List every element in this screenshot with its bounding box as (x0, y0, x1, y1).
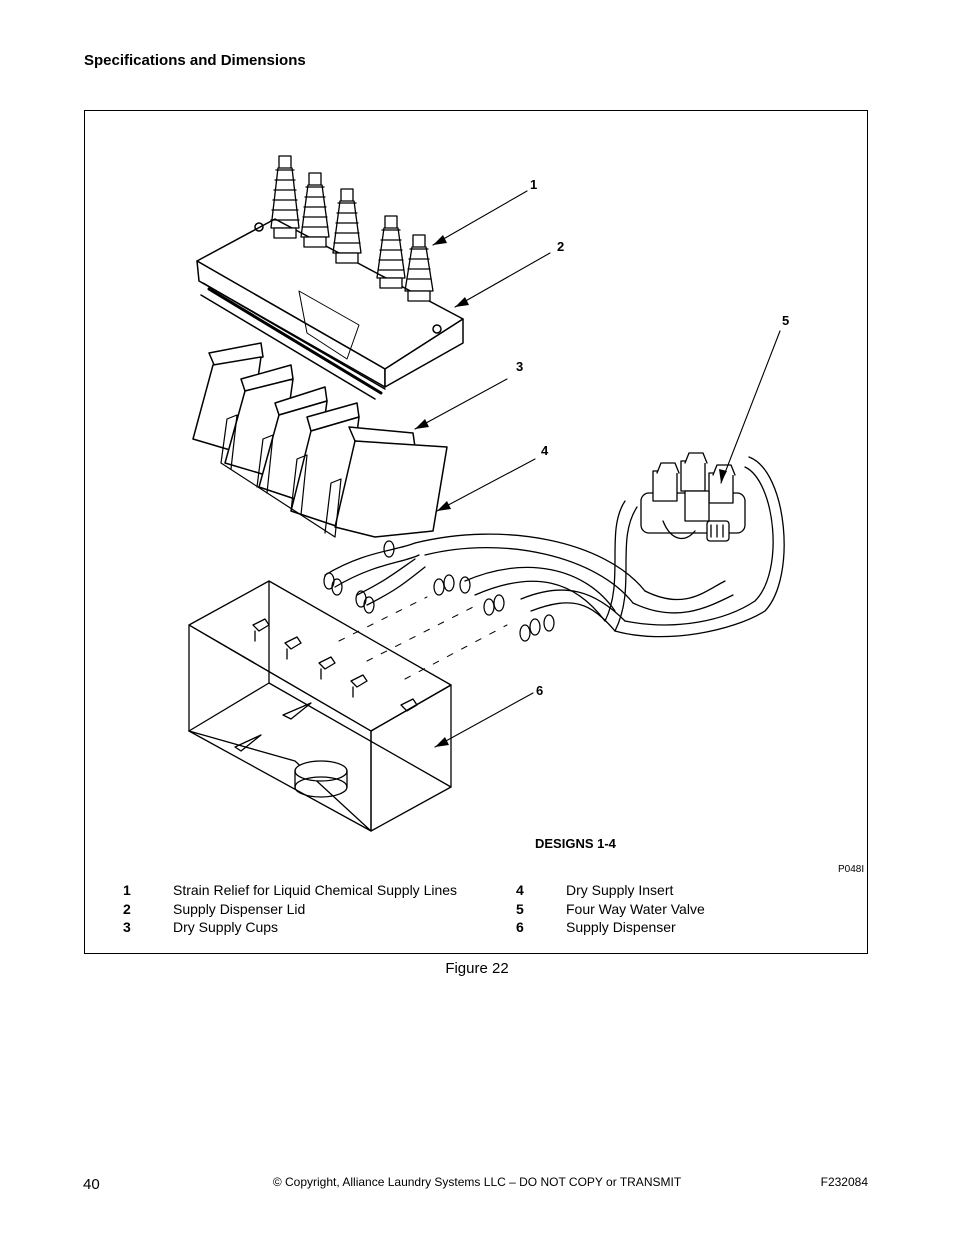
callout-3: 3 (516, 359, 524, 374)
legend-label: Strain Relief for Liquid Chemical Supply… (173, 882, 458, 898)
legend-number: 5 (516, 900, 524, 917)
legend-number: 6 (516, 919, 524, 935)
legend-number: 4 (516, 882, 524, 898)
callout-4: 4 (541, 443, 549, 458)
legend-label: Supply Dispenser Lid (173, 900, 306, 917)
legend-item: 3 Dry Supply Cups (123, 918, 457, 937)
legend-number: 1 (123, 882, 131, 898)
callout-2: 2 (557, 239, 565, 254)
document-number: F232084 (820, 1175, 868, 1189)
figure-box: 1 2 3 4 5 6 DESIGNS 1-4 P048I 1 Strain R… (84, 110, 868, 954)
water-valve-drawing (640, 452, 746, 542)
legend-number: 3 (123, 919, 131, 935)
designs-label: DESIGNS 1-4 (535, 836, 616, 851)
legend-item: 1 Strain Relief for Liquid Chemical Supp… (123, 881, 457, 900)
legend-label: Dry Supply Cups (173, 919, 279, 935)
callout-1: 1 (530, 177, 538, 192)
legend-left: 1 Strain Relief for Liquid Chemical Supp… (123, 881, 457, 937)
legend-item: 5 Four Way Water Valve (516, 900, 705, 919)
callout-leader-lines (414, 190, 781, 748)
page-number: 40 (83, 1176, 100, 1193)
dry-supply-insert-drawing (220, 414, 342, 538)
legend-label: Four Way Water Valve (566, 900, 705, 917)
legend-number: 2 (123, 900, 131, 917)
supply-dispenser-drawing (188, 580, 452, 832)
legend-item: 2 Supply Dispenser Lid (123, 900, 457, 919)
callout-5: 5 (782, 313, 790, 328)
figure-caption: Figure 22 (445, 960, 509, 977)
callout-arrowheads (415, 235, 727, 747)
legend-label: Supply Dispenser (566, 919, 676, 935)
callout-6: 6 (536, 683, 544, 698)
legend-item: 4 Dry Supply Insert (516, 881, 705, 900)
legend-label: Dry Supply Insert (566, 882, 674, 898)
assembly-guide-lines (338, 596, 508, 680)
hose-couplings (323, 540, 555, 642)
hoses-drawing (323, 456, 785, 642)
section-title: Specifications and Dimensions (84, 52, 306, 69)
strain-reliefs-drawing (270, 155, 434, 302)
exploded-view-illustration (188, 155, 785, 832)
art-code: P048I (838, 864, 865, 875)
dispenser-nozzles (252, 618, 418, 712)
legend-right: 4 Dry Supply Insert 5 Four Way Water Val… (516, 881, 705, 937)
copyright-notice: © Copyright, Alliance Laundry Systems LL… (272, 1175, 682, 1189)
legend-item: 6 Supply Dispenser (516, 918, 705, 937)
dry-supply-cups-drawing (192, 342, 448, 538)
dispenser-lid-drawing (196, 218, 464, 400)
